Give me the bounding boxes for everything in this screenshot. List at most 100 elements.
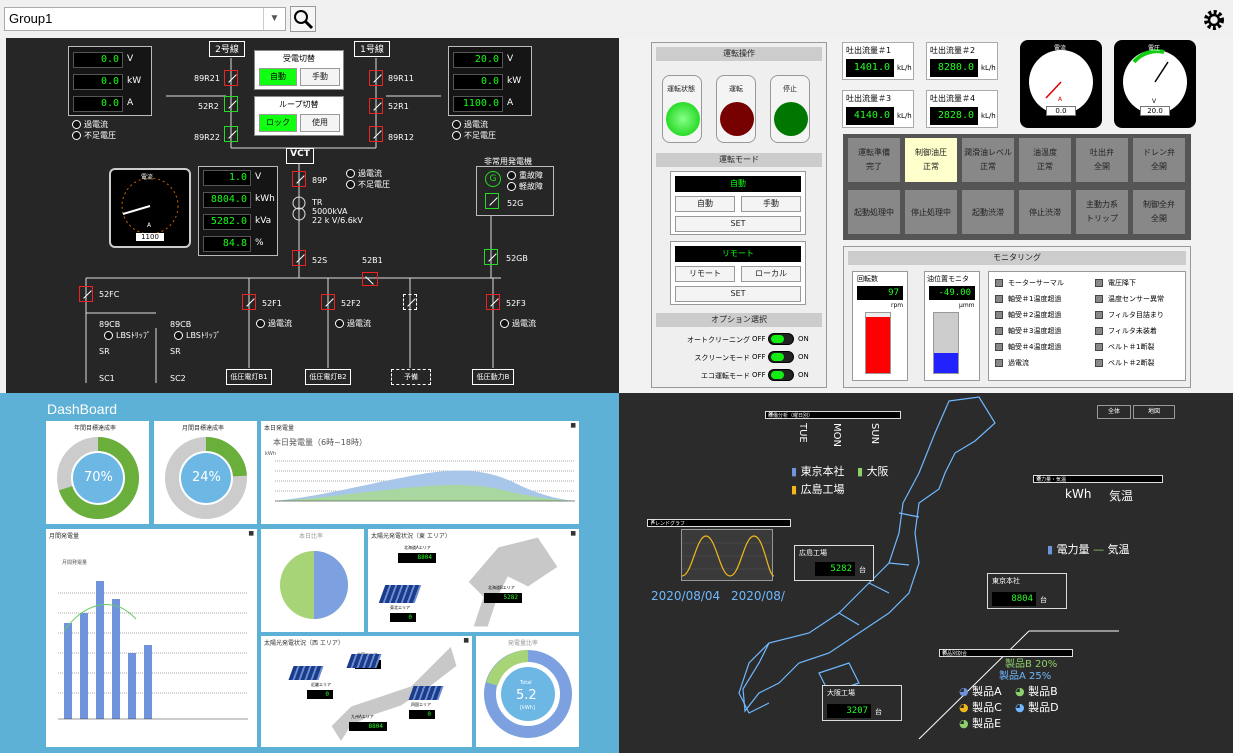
monitoring-group: モニタリング 回転数 97 rpm 油位置モニタ -49.00 μmm モーター… xyxy=(843,246,1191,388)
status-cell: 主動力系トリップ xyxy=(1075,189,1129,235)
stop-button[interactable]: 停止 xyxy=(770,75,810,143)
maximize-icon[interactable]: ■ xyxy=(248,530,254,537)
option-off: OFF xyxy=(752,353,766,361)
pie-legend-icon: ◕ xyxy=(1015,701,1025,714)
close-icon[interactable]: ✕ xyxy=(650,518,656,526)
chart-subtitle: 本日発電量（6時~18時） xyxy=(273,438,367,447)
breaker-label: 52F1 xyxy=(262,299,282,308)
breaker-52f1[interactable] xyxy=(242,294,256,310)
maximize-icon[interactable]: ■ xyxy=(570,530,576,537)
dashboard-panel: DashBoard 年間目標達成率 70% 月間目標達成率 24% 本日発電量■… xyxy=(0,393,619,753)
bar-legend-icon: ▮ xyxy=(791,483,798,496)
screen-mode-toggle[interactable] xyxy=(768,351,794,363)
power-widget-header[interactable]: 電力量・気温✕ xyxy=(1033,474,1163,483)
unit: kW xyxy=(507,76,522,86)
load-b1[interactable]: 低圧電灯B1 xyxy=(226,369,272,385)
cell-line1: 停止処理中 xyxy=(911,208,951,217)
weekly-widget-header[interactable]: 稼働分析（曜日別）✕ xyxy=(765,410,901,419)
unit: A xyxy=(507,98,514,108)
monthly-bar-chart xyxy=(58,581,248,720)
site-name: 広島工場 xyxy=(799,549,827,557)
cell-line2: 全開 xyxy=(1094,162,1110,171)
status-lamp-icon xyxy=(174,331,183,340)
manual-button[interactable]: 手動 xyxy=(300,68,340,86)
recv-switch-panel: 受電切替 自動 手動 xyxy=(254,50,344,90)
load-b2[interactable]: 低圧電灯B2 xyxy=(305,369,351,385)
status-lamp-icon xyxy=(346,180,355,189)
status-text: 軽故障 xyxy=(519,182,543,191)
close-icon[interactable]: ✕ xyxy=(768,410,774,418)
breaker-52r2[interactable] xyxy=(224,96,238,112)
status-cell: 停止渋滞 xyxy=(1018,189,1072,235)
cell-line2: 正常 xyxy=(1037,162,1053,171)
close-icon[interactable]: ✕ xyxy=(1036,474,1042,482)
overall-button[interactable]: 全体 xyxy=(1097,405,1131,419)
breaker-52r1[interactable] xyxy=(369,98,383,114)
eco-mode-toggle[interactable] xyxy=(768,369,794,381)
auto-button[interactable]: 自動 xyxy=(675,196,735,212)
breaker-89r21[interactable] xyxy=(224,70,238,86)
right-current: 1100.0 xyxy=(453,96,503,112)
local-button[interactable]: ローカル xyxy=(741,266,801,282)
manual-button[interactable]: 手動 xyxy=(741,196,801,212)
group-select[interactable]: Group1 ▼ xyxy=(4,7,286,31)
product-label: 製品B 20% xyxy=(1005,659,1058,670)
trend-widget-header[interactable]: トレンドグラフ✕ xyxy=(647,518,791,527)
legend-label: 製品A xyxy=(972,685,1002,698)
breaker-52fc[interactable] xyxy=(79,286,93,302)
maximize-icon[interactable]: ■ xyxy=(570,422,576,429)
breaker-52gb[interactable] xyxy=(484,249,498,265)
set-button[interactable]: SET xyxy=(675,216,801,232)
breaker-89r11[interactable] xyxy=(369,70,383,86)
map-button[interactable]: 地図 xyxy=(1133,405,1175,419)
alarm-label: 軸受＃3温度超過 xyxy=(1008,327,1062,335)
sc1-label: SC1 xyxy=(99,374,115,383)
trend-chart xyxy=(681,529,775,581)
site-value: 5282 xyxy=(815,562,855,576)
weekday-label: SUN xyxy=(869,423,880,445)
products-widget-header[interactable]: 製品別割合✕ xyxy=(939,648,1073,657)
breaker-spare[interactable] xyxy=(403,294,417,310)
run-button[interactable]: 運転 xyxy=(716,75,756,143)
use-button[interactable]: 使用 xyxy=(300,114,340,132)
main-kwh: 8804.0 xyxy=(203,192,251,208)
breaker-89r12[interactable] xyxy=(369,126,383,142)
chevron-down-icon[interactable]: ▼ xyxy=(263,8,285,30)
remote-button[interactable]: リモート xyxy=(675,266,735,282)
auto-cleaning-toggle[interactable] xyxy=(768,333,794,345)
breaker-89p[interactable] xyxy=(292,171,306,187)
maximize-icon[interactable]: ■ xyxy=(463,637,469,644)
breaker-52f3[interactable] xyxy=(486,294,500,310)
alarm-label: フィルタ目詰まり xyxy=(1108,311,1164,319)
auto-button[interactable]: 自動 xyxy=(259,68,297,86)
widget-title: トレンドグラフ xyxy=(650,521,686,527)
speed-bar-fill xyxy=(866,317,890,373)
breaker-52g[interactable] xyxy=(485,193,499,209)
alarm-label: モーターサーマル xyxy=(1008,279,1064,287)
status-lamp-icon xyxy=(452,131,461,140)
ready-lamp-button[interactable]: 運転状態 xyxy=(662,75,702,143)
solar-panel-icon xyxy=(378,585,422,603)
alarm-indicator-icon xyxy=(995,343,1003,351)
load-spare[interactable]: 予備 xyxy=(391,369,431,385)
status-cell: ドレン弁全開 xyxy=(1132,137,1186,183)
settings-button[interactable] xyxy=(1202,8,1226,32)
load-power-b[interactable]: 低圧動力B xyxy=(472,369,514,385)
status-cell: 起動処理中 xyxy=(847,189,901,235)
breaker-89r22[interactable] xyxy=(224,126,238,142)
monthly-generation-card: 月間発電量■ 月間発電量 xyxy=(46,529,257,747)
set-button[interactable]: SET xyxy=(675,286,801,302)
donut-value: 70% xyxy=(84,470,113,485)
close-icon[interactable]: ✕ xyxy=(942,648,948,656)
breaker-52f2[interactable] xyxy=(321,294,335,310)
alarm-indicator-icon xyxy=(995,327,1003,335)
lock-button[interactable]: ロック xyxy=(259,114,297,132)
search-button[interactable] xyxy=(290,6,316,32)
breaker-52b1[interactable] xyxy=(362,272,378,286)
breaker-52s[interactable] xyxy=(292,250,306,266)
left-current: 0.0 xyxy=(73,96,123,112)
